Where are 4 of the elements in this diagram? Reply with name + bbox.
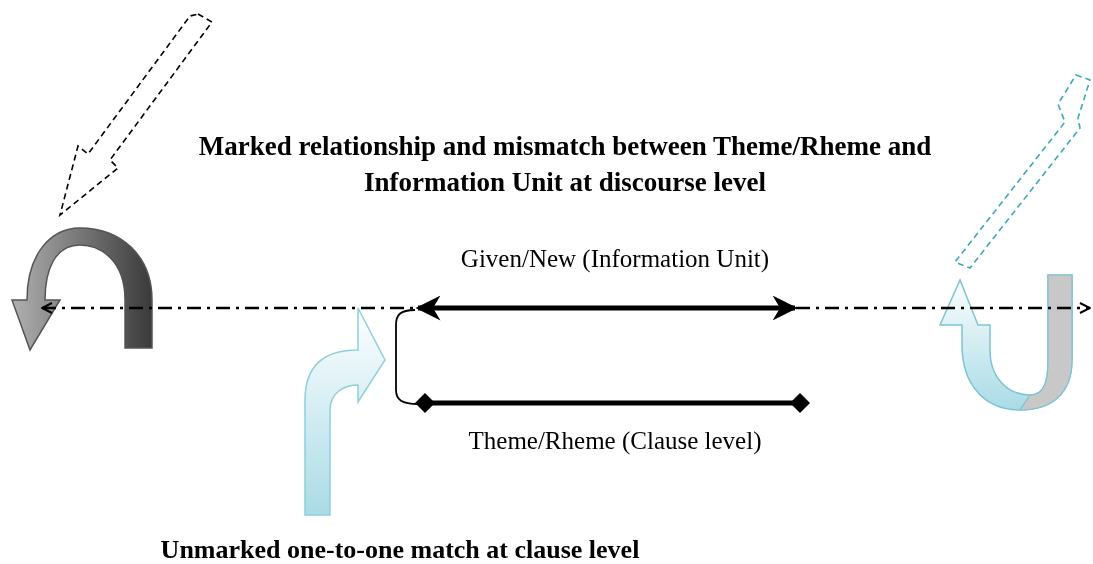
caption-text: Unmarked one-to-one match at clause level — [159, 534, 641, 564]
line-label: Theme/Rheme (Clause level) — [467, 426, 763, 457]
line-label: Given/New (Information Unit) — [459, 244, 771, 275]
heading-text: Marked relationship and mismatch between Theme/Rheme and Information Unit at discourse level — [197, 130, 933, 199]
